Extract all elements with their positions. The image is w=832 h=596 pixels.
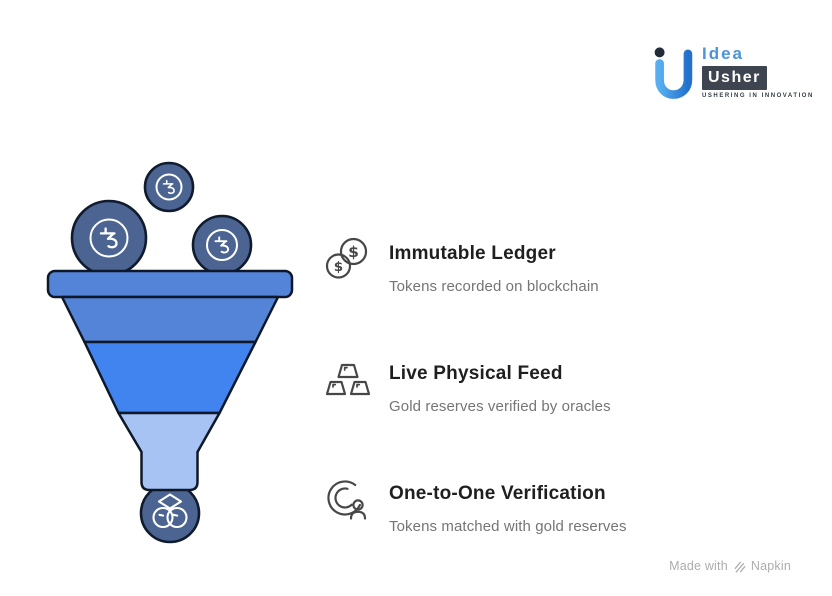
gold-bars-icon	[325, 363, 371, 396]
person-verification-icon	[327, 480, 367, 520]
logo-idea-text: Idea	[702, 44, 745, 63]
napkin-brand-text: Napkin	[750, 559, 791, 573]
made-with-text: Made with	[669, 559, 728, 573]
feature-text: Live Physical Feed Gold reserves verifie…	[389, 354, 611, 416]
logo-text: Idea Usher USHERING IN INNOVATION	[702, 44, 814, 99]
idea-usher-logo-icon	[654, 47, 693, 99]
napkin-icon	[734, 561, 746, 573]
tezos-coin-medium	[191, 214, 253, 276]
feature-title: One-to-One Verification	[389, 483, 606, 504]
idea-usher-logo: Idea Usher USHERING IN INNOVATION	[650, 44, 814, 102]
gold-pieces-icon	[152, 493, 188, 529]
svg-text:$: $	[334, 259, 343, 275]
feature-title: Immutable Ledger	[389, 243, 556, 264]
feature-text: One-to-One Verification Tokens matched w…	[389, 474, 627, 536]
funnel-stage-middle	[83, 340, 257, 415]
logo-usher-text: Usher	[702, 66, 767, 90]
feature-subtitle: Tokens matched with gold reserves	[389, 518, 627, 535]
funnel-rim	[46, 269, 294, 299]
feature-live-physical-feed: Live Physical Feed Gold reserves verifie…	[324, 354, 744, 416]
tezos-coin-large	[70, 199, 148, 277]
napkin-credit: Made with Napkin	[669, 559, 791, 573]
feature-subtitle: Gold reserves verified by oracles	[389, 398, 611, 415]
feature-one-to-one-verification: One-to-One Verification Tokens matched w…	[324, 474, 744, 536]
feature-subtitle: Tokens recorded on blockchain	[389, 278, 599, 295]
feature-title: Live Physical Feed	[389, 363, 563, 384]
funnel-stage-bottom	[117, 411, 221, 492]
tezos-coin-small	[143, 161, 195, 213]
svg-text:$: $	[348, 243, 359, 261]
outlet-coin	[139, 482, 201, 544]
logo-tagline: USHERING IN INNOVATION	[702, 93, 814, 99]
feature-text: Immutable Ledger Tokens recorded on bloc…	[389, 234, 599, 296]
feature-immutable-ledger: $ $ Immutable Ledger Tokens recorded on …	[324, 234, 744, 296]
funnel-stage-top	[60, 295, 280, 344]
dollar-coins-icon: $ $	[325, 237, 368, 279]
